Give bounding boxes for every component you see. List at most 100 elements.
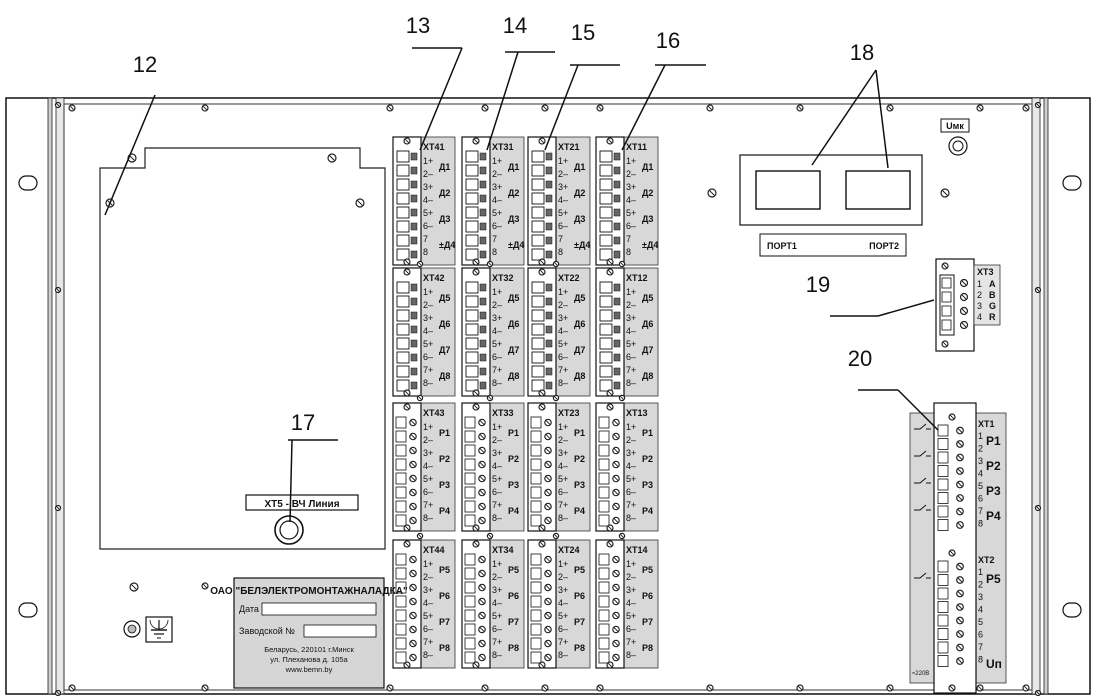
pin-slot (598, 444, 610, 457)
screw-slot (961, 308, 967, 314)
pin-number: 7+ (626, 365, 636, 375)
screw-slot (613, 462, 619, 467)
pin-slot (599, 295, 613, 308)
pin-slot (395, 567, 407, 580)
pin-number: 6– (423, 221, 433, 231)
pin-slot (937, 492, 949, 504)
screw-slot (479, 627, 485, 632)
screw-slot (949, 685, 955, 691)
pin-number: 4– (492, 461, 502, 471)
channel-label: Д5 (642, 293, 653, 303)
pin-slot (395, 486, 407, 499)
screw-slot (542, 105, 548, 111)
pin-number: 2– (626, 435, 636, 445)
mount-slot (1062, 175, 1082, 191)
block-name: XT14 (626, 545, 648, 555)
callout-number: 15 (571, 20, 595, 45)
pin-number: 1 (978, 431, 983, 441)
pin-number: 7 (978, 506, 983, 516)
pin-latch (613, 283, 621, 292)
pin-slot (598, 581, 610, 594)
pin-number: 8– (626, 513, 636, 523)
pin-slot (599, 220, 613, 233)
pin-slot (530, 486, 542, 499)
pin-slot (465, 220, 479, 233)
pin-number: 8– (423, 513, 433, 523)
screw-slot (607, 662, 613, 668)
pin-number: 4– (626, 195, 636, 205)
pin-number: 1+ (423, 559, 433, 569)
pin-number: 4– (626, 598, 636, 608)
pin-latch (545, 194, 553, 203)
channel-label: P6 (642, 591, 653, 601)
screw-slot (479, 420, 485, 425)
screw-slot (957, 509, 963, 514)
pin-slot (941, 291, 952, 303)
screw-slot (607, 404, 613, 410)
pin-number: 2– (626, 572, 636, 582)
pin-latch (613, 194, 621, 203)
screw-slot (539, 390, 545, 396)
pin-slot (937, 505, 949, 518)
screw-slot (597, 685, 603, 691)
pin-number: 5 (978, 481, 983, 491)
screw-slot (942, 190, 948, 196)
channel-label: Д3 (642, 214, 653, 224)
pin-slot (599, 234, 613, 247)
pin-number: 1+ (626, 422, 636, 432)
terminal-label-strip (555, 267, 591, 397)
screw-slot (957, 441, 963, 447)
pin-slot (531, 295, 545, 308)
screw-slot (545, 655, 551, 660)
pin-number: 1+ (558, 156, 568, 166)
terminal-label-strip (489, 402, 525, 532)
leader-line (486, 51, 519, 151)
channel-label: P1 (439, 428, 450, 438)
pin-latch (479, 325, 487, 334)
screw-slot (957, 455, 963, 460)
pin-number: 6– (423, 352, 433, 362)
channel-label: Д7 (574, 345, 585, 355)
screw-slot (613, 518, 619, 523)
pin-slot (530, 637, 542, 650)
pin-slot (937, 574, 949, 586)
block-name: XT24 (558, 545, 580, 555)
screw-slot (607, 259, 613, 265)
pin-number: 8 (626, 247, 631, 257)
pin-number: 8– (626, 378, 636, 388)
pin-latch (545, 236, 553, 245)
pin-number: 7+ (626, 500, 636, 510)
pin-slot (530, 553, 542, 566)
pin-number: 2 (978, 580, 983, 590)
pin-slot (396, 281, 410, 294)
screw-slot (56, 691, 60, 695)
screw-slot (410, 490, 416, 495)
pin-slot (464, 458, 476, 471)
pin-slot (599, 309, 613, 322)
leader-line (621, 64, 666, 151)
channel-label: P7 (439, 617, 450, 627)
pin-number: 8 (492, 247, 497, 257)
screw-slot (607, 525, 613, 531)
pin-slot (531, 178, 545, 191)
pin-number: 6 (978, 630, 983, 640)
callout-number: 14 (503, 13, 527, 38)
pin-slot (937, 438, 949, 450)
screw-slot (69, 685, 75, 691)
pin-number: 6– (558, 352, 568, 362)
screw-slot (404, 541, 410, 547)
screw-slot (479, 641, 485, 646)
screw-slot (404, 404, 410, 410)
pin-slot (599, 248, 613, 261)
channel-label: Д5 (574, 293, 585, 303)
pin-latch (410, 367, 418, 376)
xt3-name: XT3 (977, 267, 994, 277)
pin-slot (396, 323, 410, 336)
channel-label: Д5 (439, 293, 450, 303)
callout-number: 19 (806, 272, 830, 297)
nameplate-address-1: Беларусь, 220101 г.Минск (264, 645, 354, 654)
channel-label: P1 (508, 428, 519, 438)
pin-slot (598, 458, 610, 471)
